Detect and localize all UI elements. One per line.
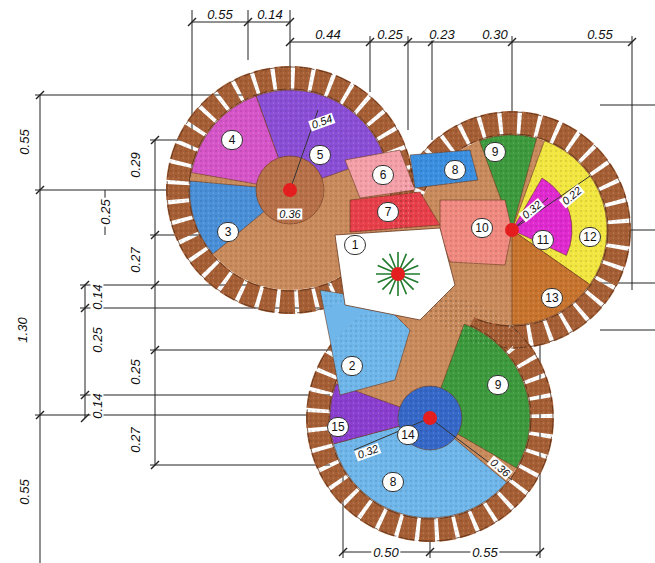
callout-number: 8 xyxy=(382,472,404,492)
dimension-label: 0.50 xyxy=(371,546,400,559)
dimension-label: 0.23 xyxy=(427,28,456,41)
callout-number: 3 xyxy=(217,222,239,242)
dimension-label: 0.36 xyxy=(277,209,302,220)
dimension-label: 0.27 xyxy=(129,425,142,454)
dimension-label: 0.55 xyxy=(18,477,31,506)
callout-number: 12 xyxy=(579,227,601,247)
dimension-label: 0.44 xyxy=(313,28,342,41)
dimension-label: 0.14 xyxy=(255,8,284,21)
dimension-label: 0.25 xyxy=(129,357,142,386)
dimension-label: 0.27 xyxy=(129,245,142,274)
callout-number: 10 xyxy=(471,218,493,238)
dimension-label: 0.25 xyxy=(375,28,404,41)
callout-number: 14 xyxy=(397,425,419,445)
radius-lines xyxy=(290,110,590,480)
relief-hole-star xyxy=(376,252,420,296)
callout-number: 6 xyxy=(372,165,394,185)
relief-opening xyxy=(335,228,455,320)
dimension-label: 0.30 xyxy=(480,28,509,41)
callout-number: 9 xyxy=(484,142,506,162)
dimension-label: 0.14 xyxy=(91,282,104,311)
dimension-label: 0.14 xyxy=(91,391,104,420)
dimension-label: 0.32 xyxy=(519,198,546,223)
callout-number: 15 xyxy=(327,417,349,437)
callout-number: 7 xyxy=(377,202,399,222)
dimension-label: 0.22 xyxy=(559,184,586,209)
callout-number: 11 xyxy=(532,230,554,250)
dimension-lines xyxy=(35,10,655,563)
dimension-label: 0.55 xyxy=(18,127,31,156)
blast-hole-dot xyxy=(283,183,519,425)
rock-outlines xyxy=(167,67,630,541)
callout-number: 9 xyxy=(487,375,509,395)
callout-number: 8 xyxy=(444,160,466,180)
dimension-label: 1.30 xyxy=(16,315,29,344)
dimension-label: 0.25 xyxy=(99,197,112,226)
callout-number: 13 xyxy=(541,288,563,308)
dimension-label: 0.55 xyxy=(205,8,234,21)
dimension-label: 0.54 xyxy=(308,112,336,131)
dimension-label: 0.55 xyxy=(470,546,499,559)
callout-number: 2 xyxy=(341,356,363,376)
dimension-label: 0.36 xyxy=(487,456,514,481)
dimension-label: 0.32 xyxy=(354,442,382,461)
dimension-label: 0.55 xyxy=(585,28,614,41)
speckle-texture xyxy=(166,66,631,542)
callout-number: 5 xyxy=(309,145,331,165)
callout-number: 4 xyxy=(221,130,243,150)
callout-number: 1 xyxy=(344,235,366,255)
dimension-label: 0.29 xyxy=(129,150,142,179)
dimension-label: 0.25 xyxy=(91,325,104,354)
